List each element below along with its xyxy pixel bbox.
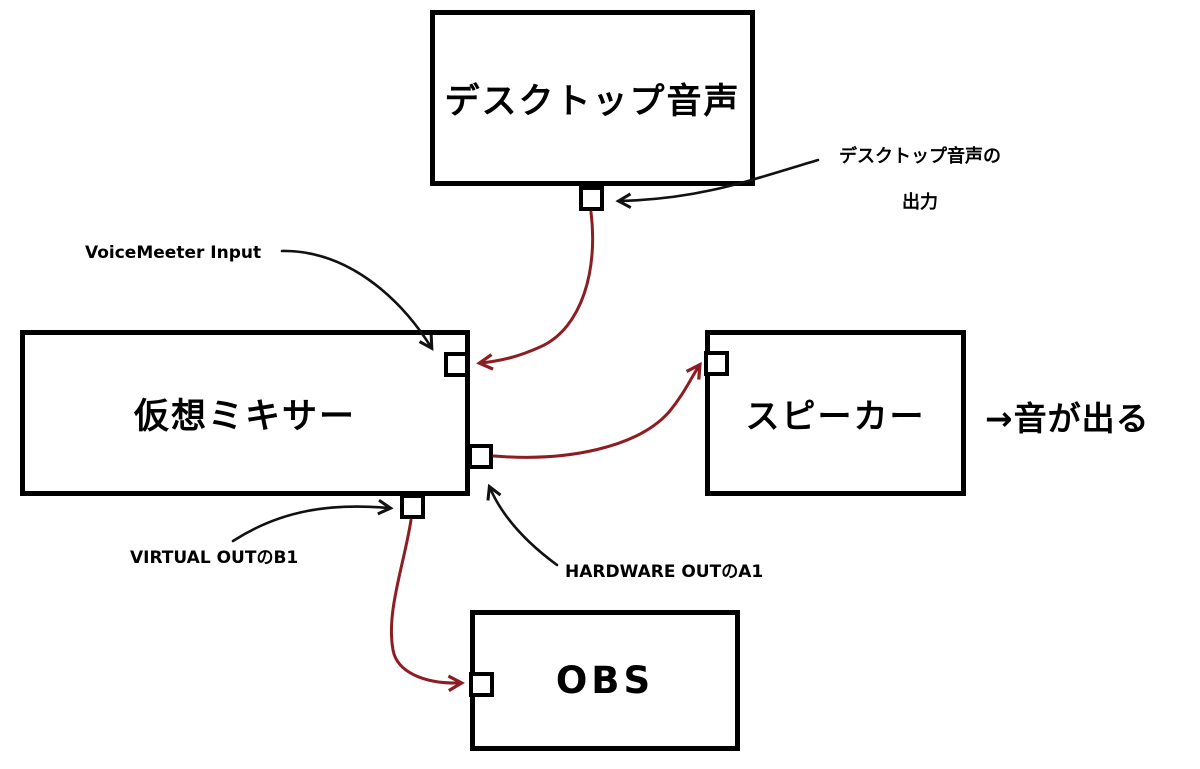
desktop-audio-output-port bbox=[579, 186, 604, 211]
voicemeeter-input-port bbox=[444, 352, 469, 377]
virtual-mixer-box: 仮想ミキサー bbox=[20, 330, 470, 496]
cable-mixer-b1-to-obs bbox=[389, 518, 460, 683]
hardware-out-a1-port bbox=[468, 444, 493, 469]
virtual-mixer-label: 仮想ミキサー bbox=[133, 396, 356, 437]
desktop-output-annotation-line2: 出力 bbox=[902, 192, 938, 213]
speaker-label: スピーカー bbox=[745, 396, 926, 437]
desktop-output-annotation-line1: デスクトップ音声の bbox=[839, 146, 1001, 167]
desktop-audio-label: デスクトップ音声 bbox=[444, 81, 741, 122]
arrow-hardware-out-a1-label bbox=[490, 488, 559, 567]
desktop-output-annotation: デスクトップ音声の 出力 bbox=[820, 142, 1020, 214]
cable-desktop-to-mixer bbox=[481, 210, 595, 363]
cable-mixer-a1-to-speaker bbox=[492, 366, 699, 459]
voicemeeter-input-annotation: VoiceMeeter Input bbox=[85, 243, 262, 263]
desktop-audio-box: デスクトップ音声 bbox=[430, 10, 755, 186]
obs-box: OBS bbox=[470, 610, 740, 751]
hardware-out-a1-annotation: HARDWARE OUTのA1 bbox=[565, 562, 764, 582]
speaker-box: スピーカー bbox=[705, 330, 966, 496]
obs-label: OBS bbox=[555, 659, 655, 702]
virtual-out-b1-port bbox=[400, 494, 425, 519]
sound-output-annotation: →音が出る bbox=[985, 399, 1150, 438]
obs-input-port bbox=[469, 672, 494, 697]
speaker-input-port bbox=[704, 351, 729, 376]
virtual-out-b1-annotation: VIRTUAL OUTのB1 bbox=[130, 548, 299, 568]
arrow-virtual-out-b1-label bbox=[231, 507, 389, 543]
